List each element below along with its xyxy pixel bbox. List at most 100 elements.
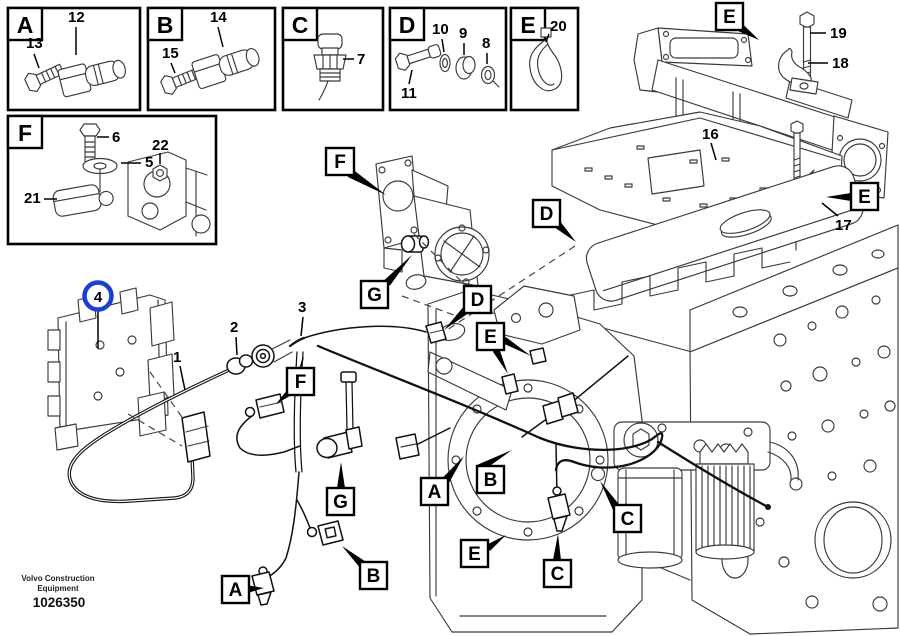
callout-letter: A [428,482,442,503]
callout-d-harness: D [462,284,493,315]
part-label-16: 16 [702,126,719,161]
part-label-17: 17 [821,202,852,234]
callout-arrow [600,481,620,510]
callout-letter: B [367,566,381,587]
callout-arrow [553,534,561,561]
part-label-13: 13 [26,35,43,52]
callout-e-shield: E [849,181,880,212]
callout-arrow [384,255,412,286]
callout-c-filter: C [612,503,643,534]
callout-arrow [442,456,464,483]
bracket-4-drawing [47,287,175,451]
callout-d-valve-cover: D [531,198,562,229]
callout-letter: G [367,285,382,306]
callout-b-harness: B [358,560,389,591]
callout-letter: F [334,152,346,173]
oil-filter-drawing [590,421,799,569]
part-label-4: 4 [94,289,103,306]
svg-text:19: 19 [830,25,847,42]
part-label-20: 20 [550,18,567,35]
sensor-21-drawing [52,184,114,217]
clip-18-drawing [778,47,819,95]
part-label-2: 2 [230,319,238,356]
callout-e-flywheel: E [459,538,490,569]
clip-e-upper-drawing [529,347,547,365]
inset-panel-d: D 10 9 8 11 [388,6,508,112]
part-label-11: 11 [401,85,417,102]
svg-text:3: 3 [298,299,306,316]
valve-11-drawing [394,44,442,71]
sensor-top-right-drawing [542,392,579,425]
callout-letter: A [229,580,243,601]
callout-e-manifold: E [714,1,745,32]
brand-line1: Volvo Construction [21,574,94,583]
part-label-22: 22 [152,137,169,154]
sensor-c-drawing [547,486,571,532]
svg-text:17: 17 [835,217,852,234]
part-label-7: 7 [357,51,365,68]
part-label-12: 12 [68,9,85,26]
figure-number: 1026350 [33,595,86,610]
connector-d-drawing [425,321,447,344]
cable-tie-20-drawing [529,27,563,92]
sensor-7-drawing [313,33,347,101]
brand-line2: Equipment [37,584,79,593]
inset-letter-a: A [17,12,34,38]
svg-text:1: 1 [173,349,181,366]
inset-letter-b: B [157,12,174,38]
callout-arrow [492,348,508,374]
part-label-1: 1 [173,349,186,391]
callout-letter: E [484,327,497,348]
callout-letter: D [540,204,554,225]
part-label-8: 8 [482,35,490,52]
thermostat-housing-drawing [375,155,490,290]
svg-text:16: 16 [702,126,719,143]
callout-letter: E [858,187,871,208]
part-label-3: 3 [298,299,306,337]
callout-f-thermostat: F [324,146,356,177]
callout-e-engine-clips: E [475,321,506,352]
part-label-19: 19 [810,25,847,42]
callout-arrow [337,462,345,488]
brand-block: Volvo Construction Equipment 1026350 [21,574,94,610]
callout-arrow [485,535,506,551]
part-label-14: 14 [210,9,227,26]
inset-panel-b: B 14 15 [146,6,277,112]
inset-panel-c: C 7 [281,6,385,112]
callout-arrow [826,193,851,201]
callout-letter: C [621,509,635,530]
grommet-2-drawing [226,354,254,375]
callout-letter: E [468,544,481,565]
callout-f-harness: F [285,366,316,397]
clip-e-lower-drawing [501,373,519,395]
inset-panel-a: A 12 13 [6,6,142,112]
tube-1-drawing [67,368,231,504]
connector-f-drawing [244,393,285,419]
callout-a-harness: A [220,574,251,605]
part-label-10: 10 [432,21,449,38]
sensor-g-drawing [400,235,430,253]
highlight-circle-4 [82,280,114,312]
inset-letter-c: C [292,12,309,38]
flywheel-housing-drawing [427,285,643,633]
callout-arrow [444,307,469,330]
cable-harness-drawing [236,325,771,578]
connector-b-drawing [306,520,344,546]
cam-disc-5-drawing [82,157,118,193]
callout-a-engine: A [419,476,450,507]
inset-letter-d: D [399,12,416,38]
inset-panel-e: E 20 [509,6,580,112]
part-label-5: 5 [145,154,153,171]
part-label-21: 21 [24,190,41,207]
callout-c-sensor: C [542,558,573,589]
highlight-part-4: 4 [82,280,114,348]
callout-letter: G [333,492,348,513]
callout-letter: D [471,290,485,311]
callout-g-elbow: G [325,486,356,517]
callout-g-thermostat: G [359,279,390,310]
inset-letter-f: F [18,120,32,146]
part-label-15: 15 [162,45,179,62]
svg-text:18: 18 [832,55,849,72]
